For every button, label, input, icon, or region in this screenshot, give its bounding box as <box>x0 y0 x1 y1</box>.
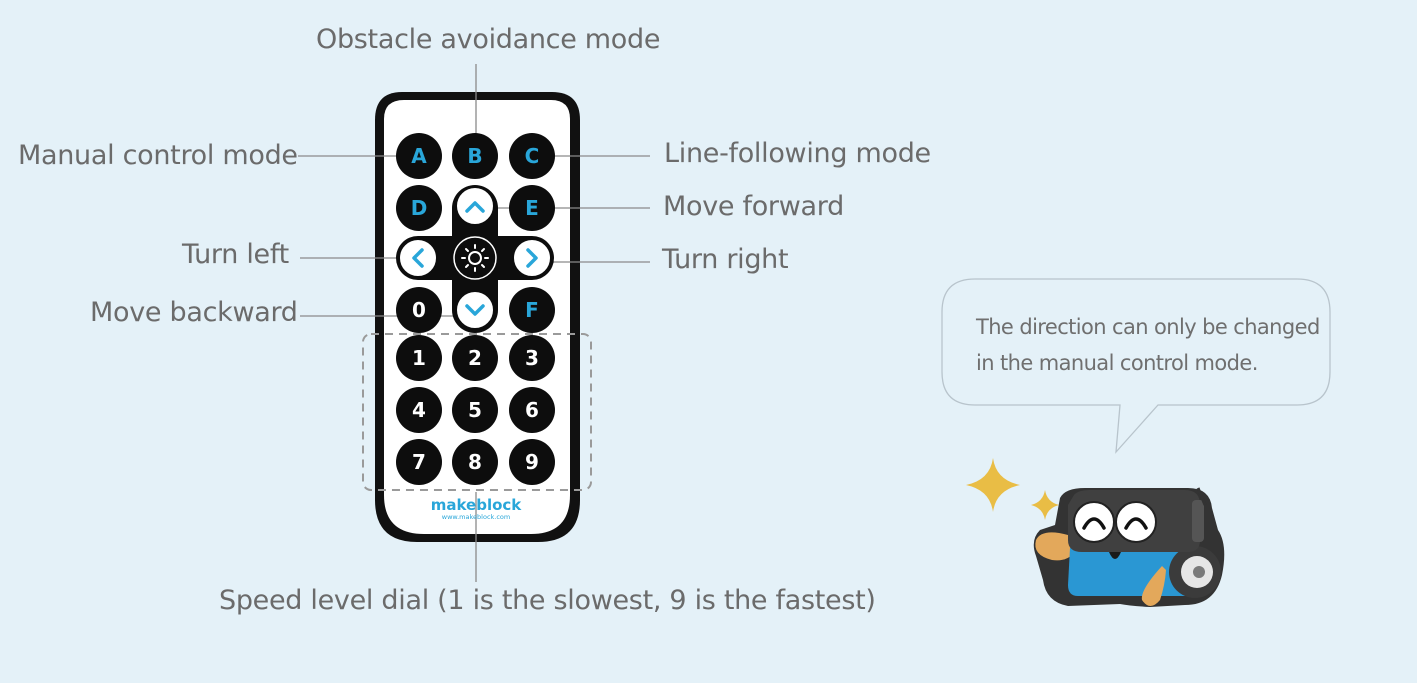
button-2[interactable]: 2 <box>452 335 498 381</box>
button-4-label: 4 <box>412 398 426 422</box>
button-f[interactable]: F <box>509 287 555 333</box>
label-turn-left: Turn left <box>182 239 289 270</box>
brand-logo: makeblock <box>431 496 523 514</box>
button-e[interactable]: E <box>509 185 555 231</box>
label-move-backward: Move backward <box>90 297 298 328</box>
button-4[interactable]: 4 <box>396 387 442 433</box>
button-c[interactable]: C <box>509 133 555 179</box>
button-6[interactable]: 6 <box>509 387 555 433</box>
label-manual-control: Manual control mode <box>18 140 298 171</box>
speech-bubble <box>941 278 1331 454</box>
button-0[interactable]: 0 <box>396 287 442 333</box>
button-8[interactable]: 8 <box>452 439 498 485</box>
button-d-label: D <box>411 196 428 220</box>
button-e-label: E <box>525 196 539 220</box>
button-7-label: 7 <box>412 450 426 474</box>
button-5[interactable]: 5 <box>452 387 498 433</box>
button-d[interactable]: D <box>396 185 442 231</box>
button-a[interactable]: A <box>396 133 442 179</box>
button-2-label: 2 <box>468 346 482 370</box>
button-6-label: 6 <box>525 398 539 422</box>
label-obstacle-avoidance: Obstacle avoidance mode <box>316 24 661 55</box>
button-down[interactable] <box>455 290 495 330</box>
button-left[interactable] <box>398 238 438 278</box>
sparkle-icon <box>1031 490 1059 520</box>
button-1-label: 1 <box>412 346 426 370</box>
button-b-label: B <box>467 144 482 168</box>
chevron-left-icon <box>412 248 424 268</box>
button-0-label: 0 <box>412 298 426 322</box>
brand-url: www.makeblock.com <box>442 513 510 521</box>
button-3-label: 3 <box>525 346 539 370</box>
button-9-label: 9 <box>525 450 539 474</box>
chevron-down-icon <box>465 304 485 316</box>
label-turn-right: Turn right <box>662 244 789 275</box>
chevron-right-icon <box>526 248 538 268</box>
button-center[interactable] <box>453 236 497 280</box>
sun-icon <box>461 244 489 272</box>
sparkle-icon <box>966 458 1020 512</box>
button-1[interactable]: 1 <box>396 335 442 381</box>
button-right[interactable] <box>512 238 552 278</box>
label-line-following: Line-following mode <box>664 138 931 169</box>
button-7[interactable]: 7 <box>396 439 442 485</box>
chevron-up-icon <box>465 201 485 213</box>
label-move-forward: Move forward <box>663 191 844 222</box>
button-3[interactable]: 3 <box>509 335 555 381</box>
button-f-label: F <box>525 298 539 322</box>
button-up[interactable] <box>455 186 495 226</box>
label-speed-dial: Speed level dial (1 is the slowest, 9 is… <box>219 585 876 616</box>
robot-mascot <box>1033 487 1225 607</box>
speed-dial-outline <box>362 333 592 491</box>
button-b[interactable]: B <box>452 133 498 179</box>
speech-bubble-text: The direction can only be changed in the… <box>976 315 1320 375</box>
button-c-label: C <box>525 144 540 168</box>
button-8-label: 8 <box>468 450 482 474</box>
button-9[interactable]: 9 <box>509 439 555 485</box>
button-5-label: 5 <box>468 398 482 422</box>
button-a-label: A <box>411 144 427 168</box>
